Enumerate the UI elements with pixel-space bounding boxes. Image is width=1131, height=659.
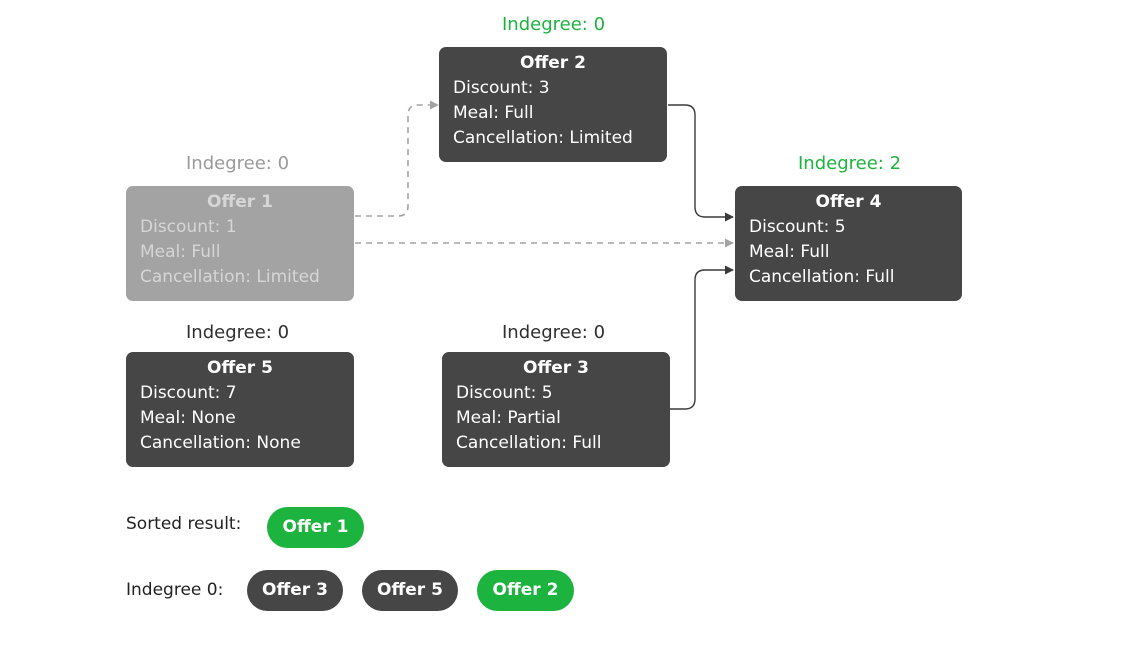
offer3-title: Offer 3 — [523, 358, 589, 378]
offer5-indegree-label: Indegree: 0 — [186, 322, 290, 343]
queue-pill-offer3: Offer 3 — [247, 570, 343, 611]
offer1-cancellation: Cancellation: Limited — [140, 267, 320, 287]
offer2-node: Offer 2 Discount: 3 Meal: Full Cancellat… — [439, 47, 667, 162]
offer1-title: Offer 1 — [207, 192, 273, 212]
edge-offer1-to-offer2 — [355, 100, 439, 217]
offer4-meal: Meal: Full — [749, 242, 830, 262]
offer1-indegree-label: Indegree: 0 — [186, 153, 290, 174]
queue-pill-offer5: Offer 5 — [362, 570, 458, 611]
sorted-result-pill-offer1: Offer 1 — [267, 507, 364, 548]
indegree-zero-label: Indegree 0: — [126, 580, 224, 600]
offer1-node: Offer 1 Discount: 1 Meal: Full Cancellat… — [126, 186, 354, 301]
offer3-meal: Meal: Partial — [456, 408, 561, 428]
offer1-meal: Meal: Full — [140, 242, 221, 262]
offer5-node: Offer 5 Discount: 7 Meal: None Cancellat… — [126, 352, 354, 467]
offer4-discount: Discount: 5 — [749, 217, 846, 237]
offer4-indegree-label: Indegree: 2 — [798, 153, 902, 174]
offer2-discount: Discount: 3 — [453, 78, 550, 98]
offer4-node: Offer 4 Discount: 5 Meal: Full Cancellat… — [735, 186, 962, 301]
offer2-indegree-label: Indegree: 0 — [502, 14, 606, 35]
offer2-meal: Meal: Full — [453, 103, 534, 123]
queue-pill-offer2: Offer 2 — [477, 570, 574, 611]
offer3-discount: Discount: 5 — [456, 383, 553, 403]
offer3-node: Offer 3 Discount: 5 Meal: Partial Cancel… — [442, 352, 670, 467]
edge-offer2-to-offer4 — [668, 104, 734, 222]
offer5-title: Offer 5 — [207, 358, 273, 378]
offer3-indegree-label: Indegree: 0 — [502, 322, 606, 343]
offer5-cancellation: Cancellation: None — [140, 433, 301, 453]
edge-offer3-to-offer4 — [670, 265, 734, 410]
offer3-cancellation: Cancellation: Full — [456, 433, 602, 453]
sorted-result-label: Sorted result: — [126, 514, 242, 534]
offer4-cancellation: Cancellation: Full — [749, 267, 895, 287]
offer2-title: Offer 2 — [520, 53, 586, 73]
offer2-cancellation: Cancellation: Limited — [453, 128, 633, 148]
offer5-discount: Discount: 7 — [140, 383, 237, 403]
offer4-title: Offer 4 — [815, 192, 882, 212]
offer5-meal: Meal: None — [140, 408, 236, 428]
offer1-discount: Discount: 1 — [140, 217, 237, 237]
